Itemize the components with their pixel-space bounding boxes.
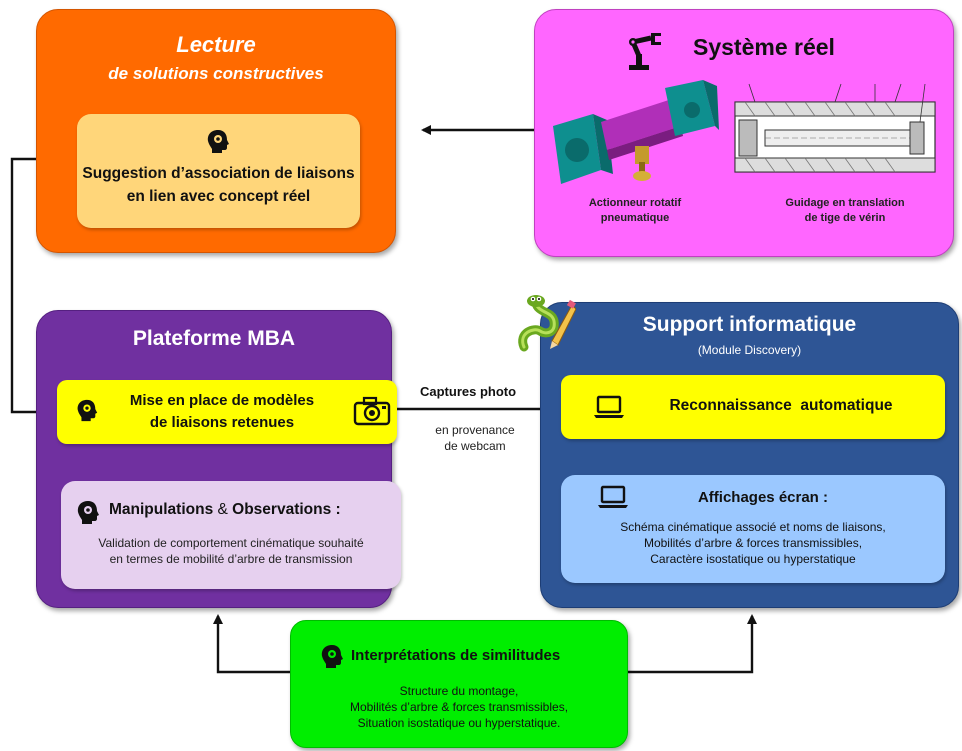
affichages-title: Affichages écran : — [697, 489, 829, 506]
systeme-reel-title: Système réel — [693, 34, 835, 60]
mise-en-place-text: Mise en place de modèles de liaisons ret… — [129, 392, 315, 431]
lecture-panel: Lecture de solutions constructives Sugge… — [36, 9, 396, 253]
plateforme-title: Plateforme MBA — [132, 327, 296, 350]
mise-en-place-card: Mise en place de modèles de liaisons ret… — [57, 380, 397, 444]
plateforme-mba-panel: Plateforme MBA Mise en place de modèles … — [36, 310, 401, 608]
guidage-translation-drawing — [734, 83, 936, 173]
interpretations-title: Interprétations de similitudes — [351, 647, 561, 664]
webcam-source-label: en provenance de webcam — [435, 423, 515, 453]
reconnaissance-card: Reconnaissance automatique — [561, 375, 945, 439]
robot-arm-icon — [629, 33, 661, 70]
head-gear-icon — [77, 399, 98, 422]
head-gear-icon — [77, 501, 99, 524]
support-subtitle: (Module Discovery) — [697, 343, 802, 357]
affichages-card: Affichages écran : Schéma cinématique as… — [561, 475, 945, 583]
manipulations-text: Validation de comportement cinématique s… — [98, 536, 364, 566]
arrow-interp-to-plateforme — [213, 614, 290, 674]
suggestion-card: Suggestion d’association de liaisons en … — [77, 114, 360, 228]
interpretations-panel: Interprétations de similitudes Structure… — [290, 620, 628, 748]
lecture-title: Lecture — [176, 32, 256, 57]
manipulations-card: Manipulations & Observations : Validatio… — [61, 481, 401, 589]
support-title: Support informatique — [642, 313, 857, 336]
caption-guidage: Guidage en translation de tige de vérin — [785, 197, 905, 224]
laptop-icon — [598, 485, 628, 508]
rotary-actuator-image — [553, 80, 719, 184]
head-gear-icon — [207, 130, 229, 153]
reconnaissance-text: Reconnaissance automatique — [669, 397, 893, 414]
captures-photo-label: Captures photo — [420, 384, 517, 399]
head-gear-icon — [321, 645, 343, 668]
affichages-text: Schéma cinématique associé et noms de li… — [620, 520, 886, 566]
python-logo-icon — [518, 295, 576, 352]
camera-icon — [353, 396, 391, 426]
suggestion-text: Suggestion d’association de liaisons en … — [82, 165, 355, 205]
support-informatique-panel: Support informatique (Module Discovery) … — [540, 302, 959, 608]
manipulations-title: Manipulations & Observations : — [109, 501, 341, 518]
lecture-subtitle: de solutions constructives — [108, 64, 324, 83]
laptop-icon — [594, 395, 624, 418]
arrow-interp-to-support — [628, 614, 757, 674]
systeme-reel-panel: Système réel — [534, 9, 954, 257]
arrow-lecture-to-mise — [10, 157, 52, 417]
interpretations-text: Structure du montage, Mobilités d’arbre … — [349, 684, 569, 730]
caption-actionneur: Actionneur rotatif pneumatique — [588, 197, 682, 224]
